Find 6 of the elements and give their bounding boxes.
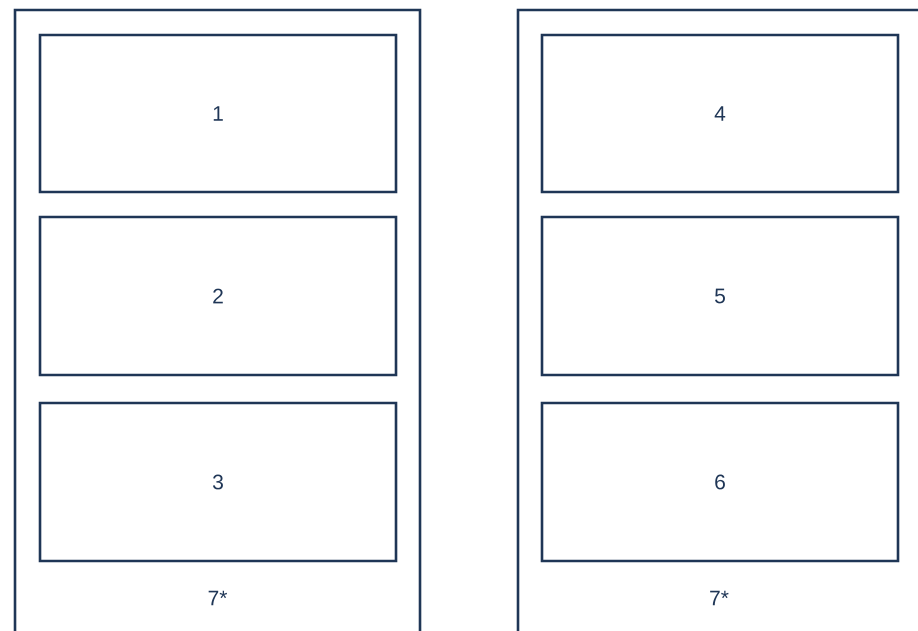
numbered-box: 1 <box>38 34 398 194</box>
numbered-box: 3 <box>38 402 398 562</box>
numbered-box: 6 <box>540 402 900 562</box>
numbered-box: 5 <box>540 216 900 376</box>
numbered-box: 4 <box>540 34 900 194</box>
numbered-box: 2 <box>38 216 398 376</box>
